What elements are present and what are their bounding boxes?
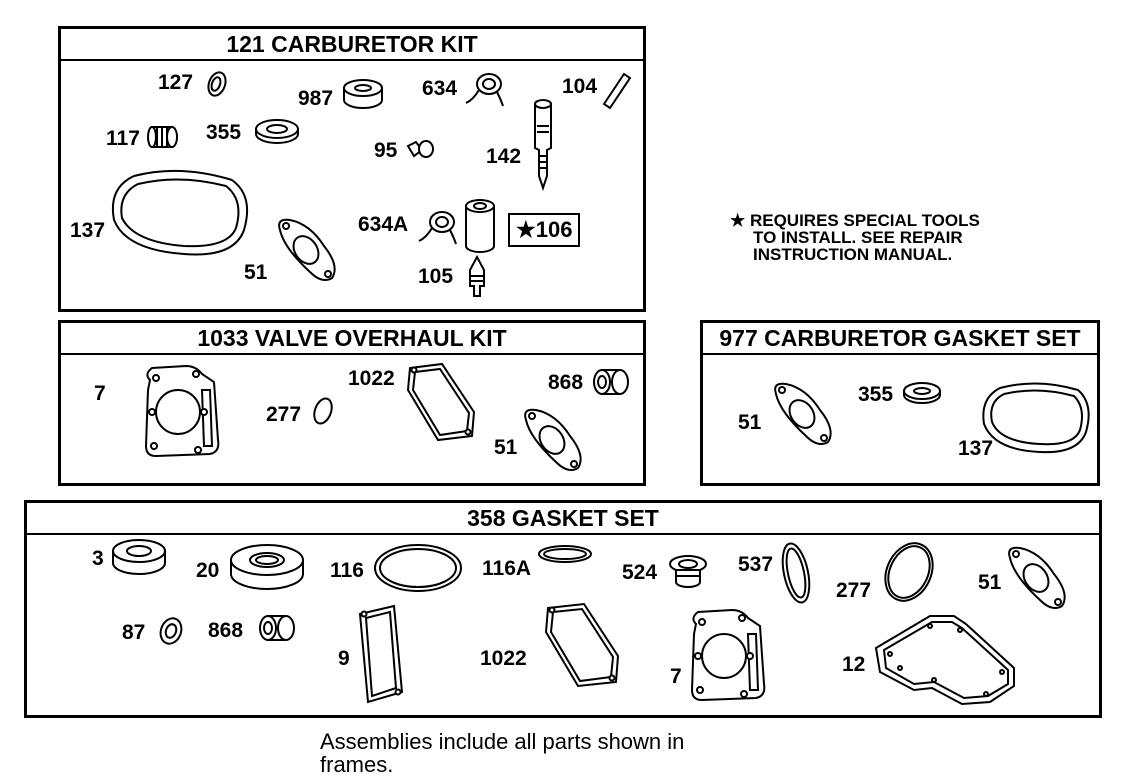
part-87-drawing: [159, 617, 183, 645]
frame-valve-overhaul-kit: 1033 VALVE OVERHAUL KIT: [58, 320, 646, 486]
part-label-137: 137: [70, 219, 106, 242]
footer-line-1: Assemblies include all parts shown in: [320, 729, 685, 754]
part-9-drawing: [358, 604, 404, 704]
part-868-drawing: [593, 369, 629, 395]
part-label-1022: 1022: [348, 367, 395, 390]
note-line-3: INSTRUCTION MANUAL.: [753, 245, 953, 264]
part-label-9: 9: [338, 647, 350, 670]
part-51-drawing: [278, 218, 336, 281]
part-label-116A: 116A: [482, 557, 532, 580]
part-label-51: 51: [494, 436, 518, 459]
part-277-drawing: [313, 397, 333, 425]
part-1022-drawing: [544, 602, 620, 688]
note-line-2: TO INSTALL. SEE REPAIR: [753, 228, 963, 247]
part-label-142: 142: [486, 145, 522, 168]
part-51-drawing: [774, 382, 832, 445]
part-634A-drawing: [418, 211, 457, 245]
part-95-drawing: [406, 140, 434, 158]
frame-carburetor-gasket-set: 977 CARBURETOR GASKET SET: [700, 320, 1100, 486]
part-106-drawing: [465, 199, 495, 253]
frame-title: 121 CARBURETOR KIT: [61, 29, 643, 61]
part-label-12: 12: [842, 653, 866, 676]
part-label-117: 117: [106, 127, 140, 150]
part-label-20: 20: [196, 559, 220, 582]
part-label-116: 116: [330, 559, 364, 582]
part-12-drawing: [874, 615, 1015, 706]
part-label-868: 868: [548, 371, 584, 394]
part-label-634A: 634A: [358, 213, 409, 236]
part-label-524: 524: [622, 561, 658, 584]
part-537-drawing: [781, 542, 811, 604]
part-label-87: 87: [122, 621, 146, 644]
part-104-drawing: [602, 72, 632, 110]
part-116A-drawing: [538, 545, 592, 563]
part-524-drawing: [669, 555, 707, 588]
part-label-95: 95: [374, 139, 398, 162]
part-137-drawing: [982, 382, 1090, 454]
frame-title: 358 GASKET SET: [27, 503, 1099, 535]
part-7-drawing: [690, 608, 766, 702]
footer-line-2: frames.: [320, 752, 394, 777]
part-127-drawing: [207, 71, 227, 97]
part-label-51: 51: [978, 571, 1002, 594]
part-355-drawing: [903, 382, 941, 404]
part-label-51: 51: [738, 411, 762, 434]
part-51-drawing: [524, 408, 582, 471]
part-label-537: 537: [738, 553, 774, 576]
frame-title: 1033 VALVE OVERHAUL KIT: [61, 323, 643, 355]
part-634-drawing: [465, 73, 504, 107]
part-label-277: 277: [836, 579, 872, 602]
part-116-drawing: [374, 544, 462, 592]
part-3-drawing: [112, 539, 166, 575]
part-label-277: 277: [266, 403, 302, 426]
part-137-drawing: [112, 169, 248, 256]
part-105-drawing: [469, 254, 485, 297]
part-277-drawing: [884, 542, 934, 602]
part-label-137: 137: [958, 437, 994, 460]
part-117-drawing: [147, 126, 178, 148]
part-label-51: 51: [244, 261, 268, 284]
part-20-drawing: [230, 544, 304, 590]
part-label-106: ★106: [508, 213, 581, 247]
part-label-104: 104: [562, 75, 598, 98]
frame-carburetor-kit: 121 CARBURETOR KIT: [58, 26, 646, 312]
part-355-drawing: [255, 119, 299, 144]
part-label-1022: 1022: [480, 647, 527, 670]
part-label-355: 355: [206, 121, 242, 144]
part-label-105: 105: [418, 265, 454, 288]
part-51-drawing: [1008, 546, 1066, 609]
part-987-drawing: [343, 79, 383, 109]
part-label-987: 987: [298, 87, 334, 110]
note-line-1: ★ REQUIRES SPECIAL TOOLS: [730, 211, 980, 230]
part-label-7: 7: [670, 665, 682, 688]
frame-gasket-set: 358 GASKET SET: [24, 500, 1102, 718]
part-7-drawing: [144, 364, 220, 458]
part-label-7: 7: [94, 382, 106, 405]
part-1022-drawing: [406, 362, 476, 442]
part-label-868: 868: [208, 619, 244, 642]
part-label-634: 634: [422, 77, 458, 100]
part-label-3: 3: [92, 547, 104, 570]
part-label-355: 355: [858, 383, 894, 406]
frame-title: 977 CARBURETOR GASKET SET: [703, 323, 1097, 355]
part-label-127: 127: [158, 71, 194, 94]
part-142-drawing: [534, 99, 552, 192]
part-868-drawing: [259, 615, 295, 641]
